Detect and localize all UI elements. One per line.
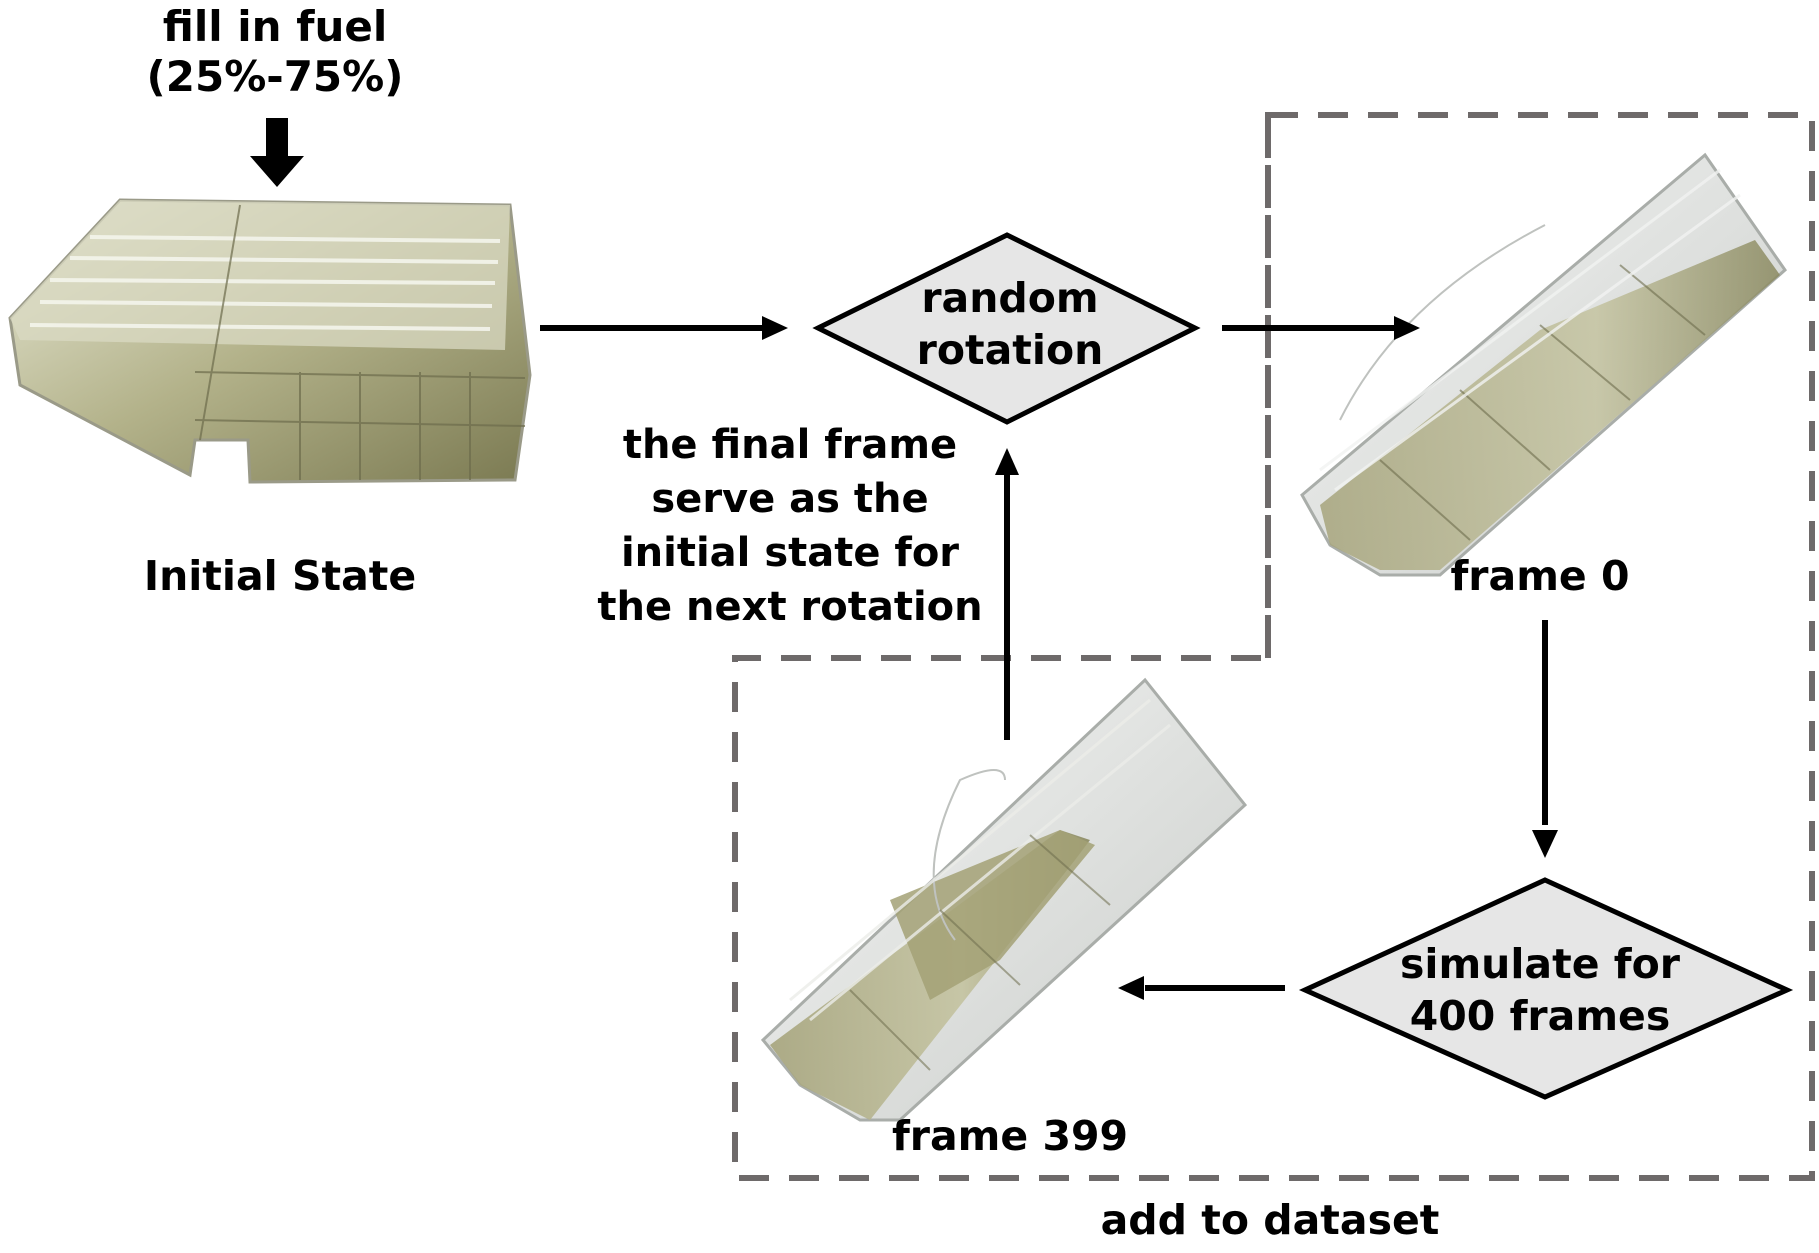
fill-down-arrow xyxy=(250,118,304,187)
random-rotation-diamond xyxy=(812,232,1201,425)
initial-state-label: Initial State xyxy=(143,552,417,600)
loop-note-line: the next rotation xyxy=(597,584,983,630)
loop-note-line: serve as the xyxy=(651,476,929,522)
simulate-text: simulate for 400 frames xyxy=(1360,938,1720,1042)
add-to-dataset-label: add to dataset xyxy=(1100,1196,1440,1244)
frame0-label: frame 0 xyxy=(1450,552,1630,600)
initial-state-tank-image xyxy=(8,198,532,484)
simulate-diamond xyxy=(1298,877,1794,1100)
loop-note-line: initial state for xyxy=(620,530,960,576)
loop-note-line: the final frame xyxy=(622,422,958,468)
simulate-line: simulate for xyxy=(1400,940,1680,988)
random-rotation-line: random xyxy=(921,274,1099,322)
frame0-tank-image xyxy=(1300,152,1787,577)
arrow-rotation-to-frame0 xyxy=(1222,316,1420,340)
fill-in-fuel-line1: fill in fuel xyxy=(162,2,388,51)
arrow-simulate-to-frame399 xyxy=(1118,976,1285,1000)
arrow-frame399-to-rotation xyxy=(995,448,1019,740)
fill-in-fuel-label: fill in fuel (25%-75%) xyxy=(130,2,420,103)
fill-in-fuel-line2: (25%-75%) xyxy=(146,52,404,102)
arrow-initial-to-rotation xyxy=(540,316,788,340)
loop-note: the final frame serve as the initial sta… xyxy=(585,418,995,634)
frame399-label: frame 399 xyxy=(891,1112,1129,1160)
simulate-line: 400 frames xyxy=(1409,992,1671,1040)
arrow-frame0-to-simulate xyxy=(1532,620,1558,858)
random-rotation-line: rotation xyxy=(916,326,1104,374)
frame399-tank-image xyxy=(760,677,1248,1122)
random-rotation-text: random rotation xyxy=(860,272,1160,376)
